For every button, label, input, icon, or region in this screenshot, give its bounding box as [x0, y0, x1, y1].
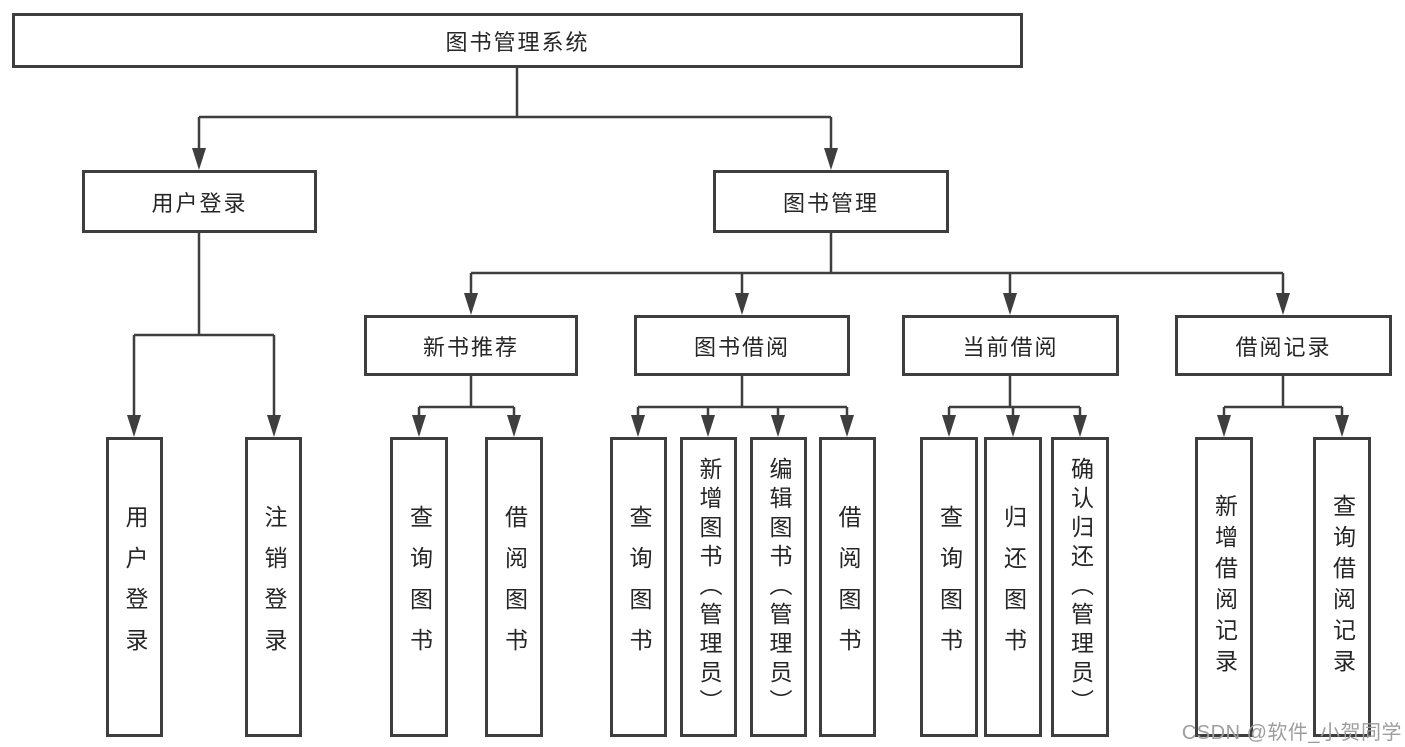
csdn-watermark: CSDN @软件_小贺同学 — [1181, 722, 1402, 744]
node-book-borrow: 图书借阅 — [634, 315, 850, 376]
leaf-return-book: 归还图书 — [984, 437, 1042, 737]
leaf-confirm-return-admin-label: 确认归还（管理员） — [1067, 456, 1094, 718]
node-book-management-label: 图书管理 — [782, 190, 879, 216]
node-borrow-record-label: 借阅记录 — [1235, 334, 1332, 360]
leaf-add-borrow-record: 新增借阅记录 — [1195, 437, 1253, 737]
leaf-query-borrow-record: 查询借阅记录 — [1313, 437, 1371, 737]
leaf-user-login: 用户登录 — [106, 437, 163, 737]
leaf-user-login-label: 用户登录 — [122, 505, 148, 669]
node-root: 图书管理系统 — [12, 13, 1023, 68]
leaf-current-query-book: 查询图书 — [920, 437, 978, 737]
node-user-login-label: 用户登录 — [151, 190, 248, 216]
leaf-add-book-admin-label: 新增图书（管理员） — [696, 456, 722, 718]
leaf-confirm-return-admin: 确认归还（管理员） — [1051, 437, 1109, 737]
node-new-book-recommend: 新书推荐 — [364, 315, 578, 376]
node-new-book-recommend-label: 新书推荐 — [422, 334, 519, 360]
leaf-logout-login: 注销登录 — [245, 437, 302, 737]
leaf-query-borrow-record-label: 查询借阅记录 — [1329, 494, 1356, 680]
leaf-recommend-borrow-book: 借阅图书 — [485, 437, 543, 737]
connector-book-borrow-to-leaves — [631, 376, 854, 437]
leaf-return-book-label: 归还图书 — [1000, 505, 1027, 669]
node-book-management: 图书管理 — [713, 170, 949, 233]
leaf-edit-book-admin: 编辑图书（管理员） — [750, 437, 807, 737]
leaf-borrow-query-book: 查询图书 — [610, 437, 667, 737]
leaf-add-book-admin: 新增图书（管理员） — [680, 437, 737, 737]
leaf-edit-book-admin-label: 编辑图书（管理员） — [766, 456, 792, 718]
connector-root-to-level2 — [192, 68, 838, 170]
leaf-recommend-borrow-book-label: 借阅图书 — [501, 505, 528, 669]
node-user-login: 用户登录 — [82, 170, 317, 233]
connector-book-management-to-level3 — [464, 233, 1290, 315]
leaf-current-query-book-label: 查询图书 — [936, 505, 963, 669]
leaf-logout-login-label: 注销登录 — [261, 505, 287, 669]
leaf-recommend-query-book: 查询图书 — [390, 437, 448, 737]
leaf-recommend-query-book-label: 查询图书 — [406, 505, 433, 669]
node-root-label: 图书管理系统 — [445, 29, 590, 55]
connector-user-login-to-leaves — [127, 233, 281, 437]
node-borrow-record: 借阅记录 — [1175, 315, 1392, 376]
leaf-borrow-book-label: 借阅图书 — [835, 505, 861, 669]
connector-borrow-record-to-leaves — [1217, 376, 1349, 437]
leaf-add-borrow-record-label: 新增借阅记录 — [1211, 494, 1238, 680]
node-current-borrow: 当前借阅 — [902, 315, 1119, 376]
node-current-borrow-label: 当前借阅 — [962, 334, 1059, 360]
connector-new-book-recommend-to-leaves — [412, 376, 521, 437]
leaf-borrow-query-book-label: 查询图书 — [626, 505, 652, 669]
leaf-borrow-book: 借阅图书 — [819, 437, 876, 737]
node-book-borrow-label: 图书借阅 — [693, 334, 790, 360]
connector-current-borrow-to-leaves — [942, 376, 1087, 437]
